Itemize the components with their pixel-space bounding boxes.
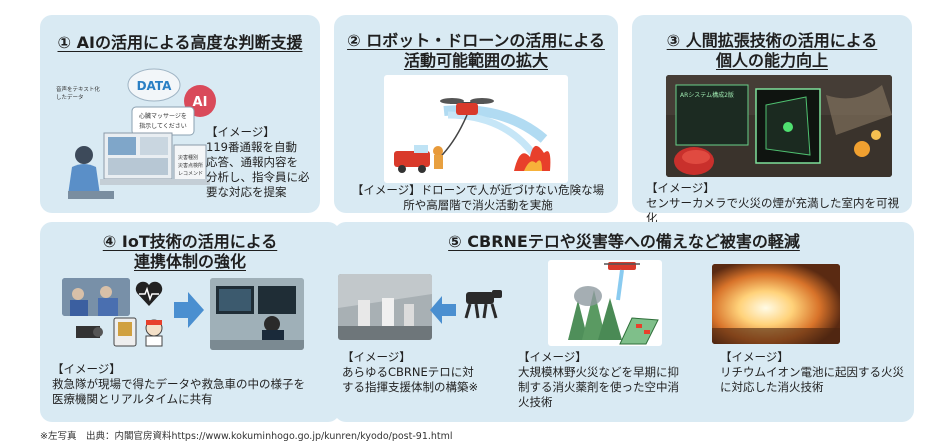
panel-robot-drone: ② ロボット・ドローンの活用による 活動可能範囲の拡大 【イメージ】ドローンで人…: [334, 15, 618, 213]
description-cbrne: 【イメージ】 あらゆるCBRNEテロに対 する指揮支援体制の構築※: [342, 350, 479, 394]
source-footnote: ※左写真 出典：内閣官房資料https://www.kokuminhogo.go…: [40, 431, 453, 442]
hospital-monitor-photo: [210, 278, 304, 350]
ambulance-staff-photo: [62, 278, 130, 316]
description-lithium: 【イメージ】 リチウムイオン電池に起因する火災 に対応した消火技術: [720, 350, 904, 394]
robot-dog-icon: [458, 284, 504, 324]
svg-text:心臓マッサージを: 心臓マッサージを: [139, 112, 187, 120]
panel-cbrne-disaster: ⑤ CBRNEテロや災害等への備えなど被害の軽減 【イメージ】 あらゆるCBRN…: [334, 222, 914, 422]
arrow-left-icon: [430, 296, 456, 324]
data-label: DATA: [137, 79, 173, 93]
panel-title: ① AIの活用による高度な判断支援: [57, 33, 303, 52]
panel-ai-decision-support: ① AIの活用による高度な判断支援 DATA AI 心臓マッサージを 指示してく…: [40, 15, 320, 213]
hud-label: ARシステム構成2版: [680, 91, 734, 99]
panel-description: 【イメージ】 救急隊が現場で得たデータや救急車の中の様子を 医療機関とリアルタイ…: [52, 362, 305, 406]
panel-description: 【イメージ】 センサーカメラで火災の煙が充満した室内を可視化: [646, 181, 899, 225]
svg-text:災害種別: 災害種別: [178, 154, 198, 161]
cbrne-drill-photo: [338, 274, 432, 340]
lithium-fire-photo: [712, 264, 840, 344]
svg-text:レコメンド: レコメンド: [178, 171, 203, 177]
panel-description: 【イメージ】 119番通報を自動 応答、通報内容を 分析し、指令員に必 要な対応…: [206, 125, 310, 199]
panel-description: 【イメージ】ドローンで人が近づけない危険な場 所や高層階で消火活動を実施: [351, 183, 605, 212]
panel-iot-collaboration: ④ IoT技術の活用による 連携体制の強化: [40, 222, 340, 422]
panel-title: ③ 人間拡張技術の活用による 個人の能力向上: [666, 31, 878, 70]
sensor-camera-photo: ARシステム構成2版: [666, 75, 892, 177]
panel-title: ② ロボット・ドローンの活用による 活動可能範囲の拡大: [347, 31, 605, 70]
ai-operator-illustration: DATA AI 心臓マッサージを 指示してください 音声をテキスト化 したデータ…: [54, 63, 232, 213]
drone-firefighting-illustration: [384, 75, 568, 183]
svg-text:災害点検所: 災害点検所: [178, 162, 203, 169]
svg-text:指示してください: 指示してください: [139, 122, 187, 130]
panel-title: ④ IoT技術の活用による 連携体制の強化: [102, 232, 278, 271]
panel-human-augmentation: ③ 人間拡張技術の活用による 個人の能力向上 ARシステム構成2版 【イメージ】…: [632, 15, 912, 225]
arrow-right-icon: [174, 292, 204, 328]
devices-icon: [74, 316, 170, 348]
heartbeat-icon: [134, 280, 164, 308]
description-aerial: 【イメージ】 大規模林野火災などを早期に抑 制する消火薬剤を使った空中消 火技術: [518, 350, 679, 409]
svg-text:したデータ: したデータ: [56, 93, 84, 101]
ai-label: AI: [193, 95, 208, 110]
aerial-firefighting-illustration: [548, 260, 662, 346]
svg-text:音声をテキスト化: 音声をテキスト化: [56, 85, 100, 93]
panel-title: ⑤ CBRNEテロや災害等への備えなど被害の軽減: [448, 232, 800, 251]
